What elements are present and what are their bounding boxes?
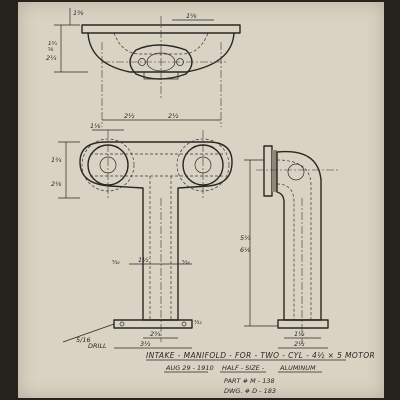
dim-1-1-2: 1½ xyxy=(138,256,149,264)
dim-1-3-8: 1⅜ xyxy=(73,9,84,17)
front-view-body xyxy=(79,141,233,321)
dim-2-1-8: 2⅛ xyxy=(51,180,62,188)
dim-5-8: ⅝ xyxy=(48,47,54,53)
dim-1-5-8: 1⅝ xyxy=(186,12,197,20)
dimension-labels: 1⅜ 1¾ ⅝ 2¼ 1⅝ 2½ 2½ 1⅛ 1¾ 2⅛ ⁵⁄₁₆ 1½ ⁵⁄₁… xyxy=(46,9,305,350)
dim-5-16: ⁵⁄₁₆ xyxy=(112,259,120,266)
dim-3-1-2: 3½ xyxy=(140,340,151,348)
side-view xyxy=(244,145,338,349)
dim-2-1-2-left: 2½ xyxy=(124,112,135,120)
front-view xyxy=(58,129,233,349)
dim-1-1-2-side: 1½ xyxy=(294,330,305,338)
side-view-elbow xyxy=(276,150,322,321)
dim-2-3-4: 2¾ xyxy=(150,330,161,338)
dim-1-1-8: 1⅛ xyxy=(90,122,101,130)
title-main: INTAKE - MANIFOLD - FOR - TWO - CYL - 4½… xyxy=(146,351,375,360)
top-view xyxy=(54,8,241,127)
drill-note: DRILL xyxy=(88,342,107,350)
drill-size: 5/16 xyxy=(76,336,91,344)
technical-drawing: 1⅜ 1¾ ⅝ 2¼ 1⅝ 2½ 2½ 1⅛ 1¾ 2⅛ ⁵⁄₁₆ 1½ ⁵⁄₁… xyxy=(46,8,375,395)
drawing-sheet: 1⅜ 1¾ ⅝ 2¼ 1⅝ 2½ 2½ 1⅛ 1¾ 2⅛ ⁵⁄₁₆ 1½ ⁵⁄₁… xyxy=(18,2,384,398)
title-material: ALUMINUM xyxy=(279,364,316,372)
dim-2-1-4-top: 2¼ xyxy=(46,54,57,62)
dim-2-1-2-side: 2½ xyxy=(294,340,305,348)
title-scale: HALF - SIZE - xyxy=(222,364,265,372)
dim-1-3-4: 1¾ xyxy=(48,41,57,47)
title-block: INTAKE - MANIFOLD - FOR - TWO - CYL - 4½… xyxy=(146,351,375,395)
title-part-number: PART # M - 138 xyxy=(224,377,275,385)
side-view-flange xyxy=(263,145,273,197)
dim-5-3-4: 5¾ xyxy=(240,234,251,242)
dim-5-16-right: ⁵⁄₁₆ xyxy=(182,259,190,266)
top-view-boss xyxy=(129,44,193,80)
title-date: AUG 29 - 1910 xyxy=(165,364,214,372)
dim-6-1-8: 6⅛ xyxy=(240,246,251,254)
dim-1-3-4-front: 1¾ xyxy=(51,156,62,164)
dim-2-1-2-right: 2½ xyxy=(168,112,179,120)
dim-3-32: ³⁄₃₂ xyxy=(194,319,202,326)
side-view-base xyxy=(277,319,329,329)
title-drawing-number: DWG. # D - 183 xyxy=(224,387,276,395)
base-flange xyxy=(113,319,193,329)
top-view-bowl xyxy=(87,32,235,73)
